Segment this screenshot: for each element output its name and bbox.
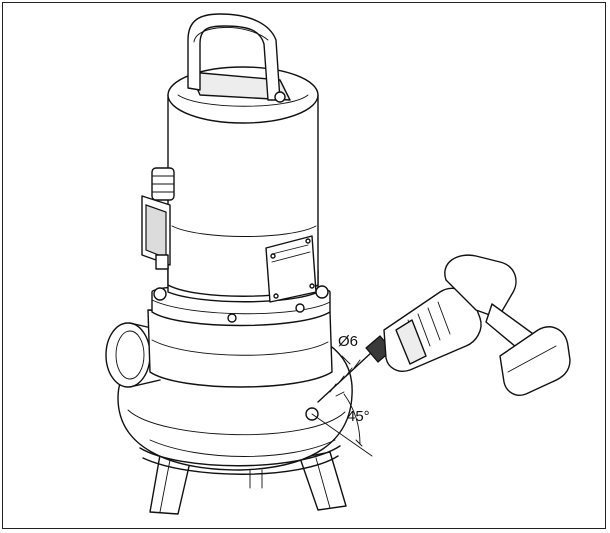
drill-diameter-label: Ø6 <box>338 333 358 350</box>
pump-cable-entry <box>141 167 175 270</box>
angle-annotation <box>311 355 373 457</box>
drill-tool <box>317 254 571 403</box>
pump-lifting-handle <box>187 13 286 103</box>
drill-angle-label: 45° <box>347 408 370 425</box>
pump-name-plate <box>265 235 317 303</box>
